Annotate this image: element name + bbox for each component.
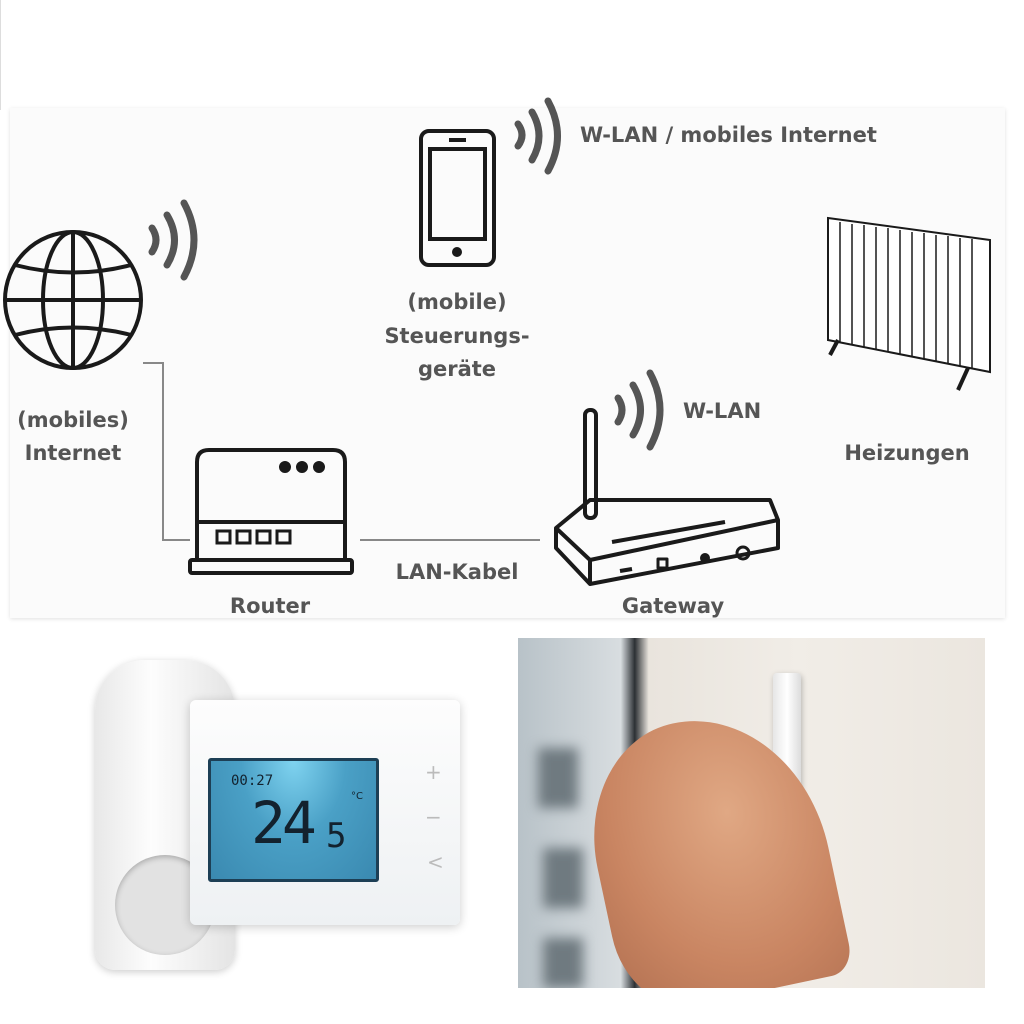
back-button[interactable]: < xyxy=(427,850,444,874)
minus-button[interactable]: − xyxy=(425,805,442,829)
window-sensor-photo xyxy=(518,638,985,988)
internet-label-2: Internet xyxy=(25,441,122,465)
wifi-waves-icon xyxy=(148,199,198,281)
mobile-devices-label-3: geräte xyxy=(418,357,496,381)
wifi-waves-icon xyxy=(514,97,561,175)
background-window xyxy=(543,938,583,988)
edge-line xyxy=(0,0,1,110)
lcd-display: 00:27 24 5 °C xyxy=(208,758,379,882)
mobile-devices-label: (mobile) xyxy=(407,290,506,314)
diagram-panel xyxy=(10,108,1005,618)
thermostat-photo: 00:27 24 5 °C + − < xyxy=(45,640,505,985)
wlan-label: W-LAN xyxy=(683,399,761,423)
internet-router-line xyxy=(143,362,190,541)
lcd-unit: °C xyxy=(351,791,363,802)
thermostat: 00:27 24 5 °C + − < xyxy=(190,700,460,925)
radiator-icon xyxy=(827,216,991,391)
plus-button[interactable]: + xyxy=(425,760,442,784)
background-window xyxy=(543,848,583,908)
lcd-temperature: 24 xyxy=(251,789,317,857)
hand xyxy=(571,697,855,988)
network-diagram: (mobiles) Internet W-LAN / mobiles Inter… xyxy=(3,97,991,618)
gateway-label: Gateway xyxy=(622,594,725,618)
lan-cable-label: LAN-Kabel xyxy=(396,560,519,584)
smartphone-icon xyxy=(419,129,496,267)
wifi-waves-icon xyxy=(614,369,664,451)
lcd-temperature-decimal: 5 xyxy=(326,816,347,856)
router-label: Router xyxy=(230,594,311,618)
background-window xyxy=(538,748,578,808)
router-icon xyxy=(188,448,354,575)
internet-label: (mobiles) xyxy=(17,408,129,432)
lcd-time: 00:27 xyxy=(231,773,274,789)
heating-label: Heizungen xyxy=(844,441,969,465)
globe-icon xyxy=(3,230,143,370)
mobile-devices-label-2: Steuerungs- xyxy=(384,324,529,348)
wlan-mobile-label: W-LAN / mobiles Internet xyxy=(580,123,877,147)
gateway-icon xyxy=(554,408,780,586)
